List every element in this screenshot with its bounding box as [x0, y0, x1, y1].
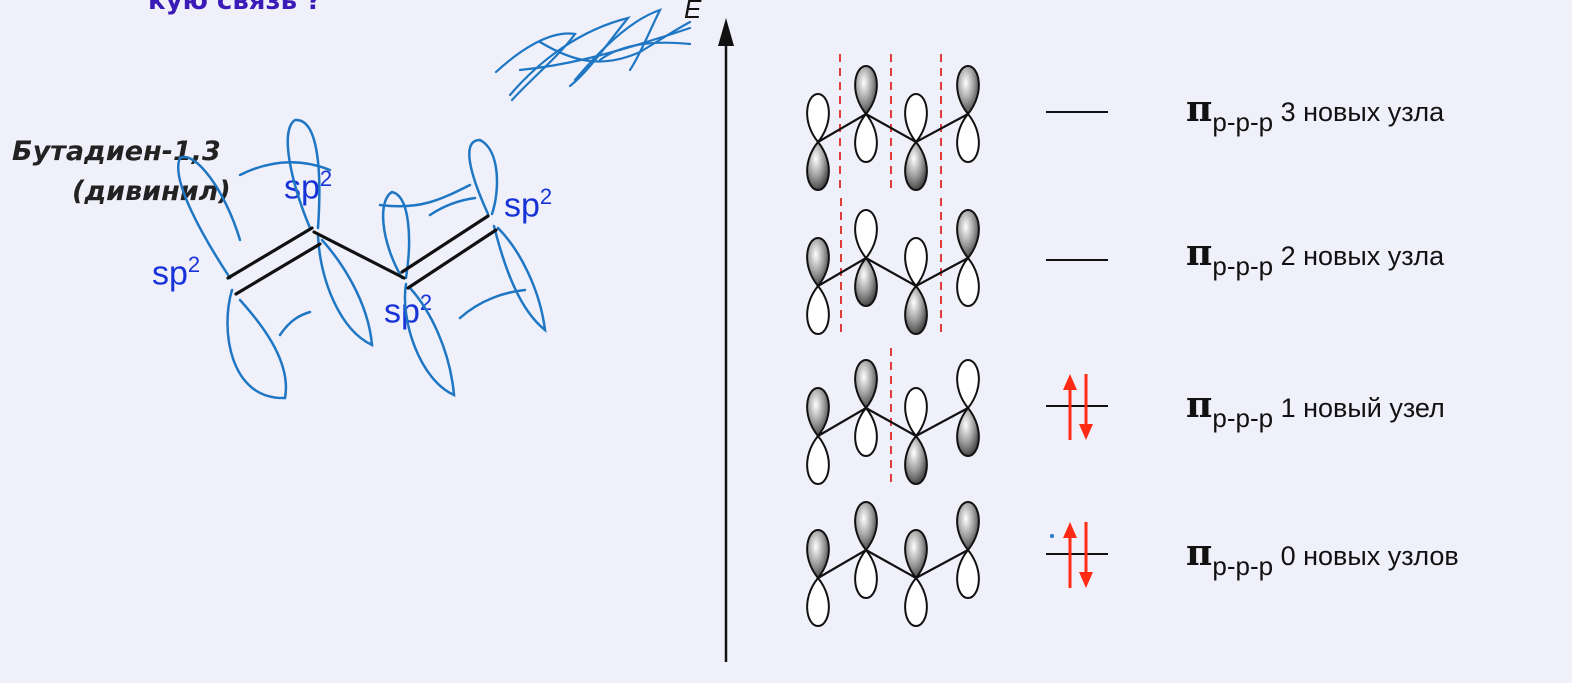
p-orbital-lobe-shaded [854, 358, 878, 410]
p-orbital-lobe-shaded [904, 434, 928, 486]
p-orbital-lobe-empty [806, 284, 830, 336]
hybridization-label-c3: sp2 [384, 290, 433, 331]
p-orbital-lobe-empty [904, 576, 928, 628]
p-orbital-lobe-shaded [904, 140, 928, 192]
p-orbital-lobe-shaded [956, 208, 980, 260]
energy-axis-label: E [684, 0, 702, 24]
p-orbital-lobe-shaded [806, 528, 830, 580]
mo-orbital-diagrams [806, 54, 980, 628]
p-orbital-lobe-empty [956, 358, 980, 410]
hybridization-label-c4: sp2 [504, 184, 553, 225]
p-orbital-lobe-shaded [956, 500, 980, 552]
p-orbital-lobe-shaded [806, 140, 830, 192]
p-orbital-lobe-empty [854, 406, 878, 458]
p-orbital-lobe-empty [904, 92, 928, 144]
p-orbital-lobe-shaded [854, 64, 878, 116]
molecule-name: Бутадиен-1,3 [12, 136, 221, 167]
p-orbital-lobe-shaded [806, 236, 830, 288]
p-orbital-lobe-shaded [904, 284, 928, 336]
p-orbital-lobe-shaded [806, 386, 830, 438]
slide-title-fragment: кую связь ? [148, 0, 322, 16]
carbon-chain-bonds [817, 406, 969, 438]
electron-pair-level-1 [1063, 522, 1093, 588]
mo-level-1-label: πp-p-p 0 новых узлов [1186, 532, 1459, 581]
handwritten-scribble [494, 8, 692, 102]
mo-level-4-label: πp-p-p 3 новых узла [1186, 88, 1445, 137]
p-orbital-lobe-empty [806, 576, 830, 628]
molecule-alt-name: (дивинил) [72, 176, 231, 207]
butadiene-skeleton [226, 214, 498, 296]
carbon-chain-bonds [817, 548, 969, 580]
p-orbital-lobe-empty [956, 256, 980, 308]
mo-level-4-orbitals [806, 54, 980, 192]
p-orbital-lobe-empty [956, 548, 980, 600]
energy-level-lines [1046, 111, 1108, 555]
p-orbital-lobe-shaded [854, 500, 878, 552]
mo-level-1-orbitals [806, 500, 980, 628]
p-orbital-lobe-shaded [956, 64, 980, 116]
electron-pair-level-2 [1063, 374, 1093, 440]
p-orbital-lobe-shaded [854, 256, 878, 308]
mo-level-2-orbitals [806, 348, 980, 486]
p-orbital-lobe-empty [854, 112, 878, 164]
mo-level-2-label: πp-p-p 1 новый узел [1186, 384, 1445, 433]
p-orbital-lobe-empty [904, 236, 928, 288]
p-orbital-lobe-empty [854, 208, 878, 260]
p-orbital-lobe-empty [904, 386, 928, 438]
p-orbital-sketch [177, 118, 547, 400]
mo-level-3-label: πp-p-p 2 новых узла [1186, 232, 1445, 281]
energy-axis [718, 18, 734, 662]
p-orbital-lobe-empty [806, 92, 830, 144]
p-orbital-lobe-empty [806, 434, 830, 486]
mo-level-3-orbitals [806, 198, 980, 336]
p-orbital-lobe-shaded [904, 528, 928, 580]
carbon-chain-bonds [817, 256, 969, 288]
p-orbital-lobe-empty [956, 112, 980, 164]
p-orbital-lobe-empty [854, 548, 878, 600]
carbon-chain-bonds [817, 112, 969, 144]
p-orbital-lobe-shaded [956, 406, 980, 458]
hybridization-label-c2: sp2 [284, 166, 333, 207]
hybridization-label-c1: sp2 [152, 252, 201, 293]
stray-dot [1050, 534, 1054, 538]
